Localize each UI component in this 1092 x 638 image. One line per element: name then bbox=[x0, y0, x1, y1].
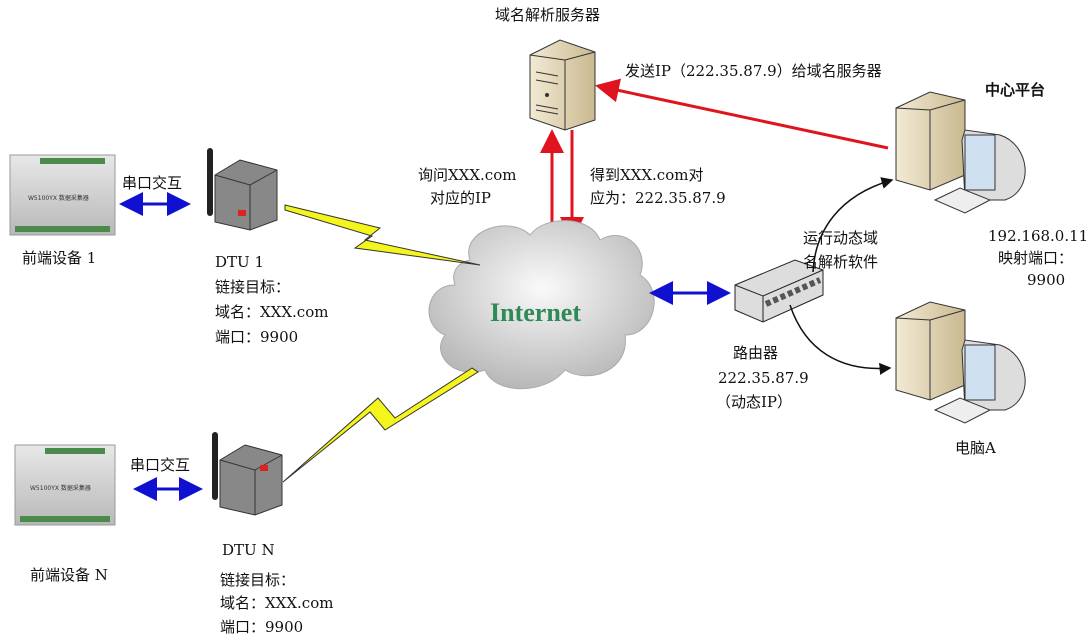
router-ip: 222.35.87.9 bbox=[718, 369, 809, 387]
dns-server-title: 域名解析服务器 bbox=[495, 6, 600, 24]
dtu-n-icon bbox=[212, 432, 283, 516]
front-device-n-label: 前端设备 N bbox=[30, 566, 108, 584]
router-icon bbox=[734, 259, 824, 323]
send-ip-arrow bbox=[595, 78, 889, 150]
dtu-n-target-title: 链接目标： bbox=[220, 571, 295, 589]
internet-label: Internet bbox=[490, 298, 581, 327]
router-label: 路由器 bbox=[733, 344, 778, 362]
front-device-n-icon: W5100YX 数据采集器 bbox=[14, 444, 116, 526]
serial-label-1: 串口交互 bbox=[122, 174, 182, 192]
send-ip-label: 发送IP（222.35.87.9）给域名服务器 bbox=[625, 62, 882, 80]
pc-a-icon bbox=[895, 301, 1026, 424]
wireless-link-n bbox=[282, 367, 479, 483]
mapped-port-value: 9900 bbox=[1027, 271, 1065, 289]
dtu-1-port: 端口：9900 bbox=[215, 328, 298, 346]
router-to-pca-link bbox=[789, 304, 892, 375]
dtu-1-label: DTU 1 bbox=[215, 253, 264, 271]
front-device-1-icon: W5100YX 数据采集器 bbox=[9, 154, 116, 236]
center-ip: 192.168.0.11 bbox=[988, 227, 1088, 245]
pc-a-label: 电脑A bbox=[955, 439, 996, 457]
front-device-1-label: 前端设备 1 bbox=[22, 249, 96, 267]
router-to-center-link bbox=[812, 177, 894, 273]
dtu-1-domain: 域名：XXX.com bbox=[215, 303, 328, 321]
svg-text:W5100YX 数据采集器: W5100YX 数据采集器 bbox=[28, 194, 89, 202]
query-label-line2: 对应的IP bbox=[430, 189, 491, 207]
mapped-port-label: 映射端口： bbox=[998, 249, 1073, 267]
center-platform-pc-icon bbox=[895, 91, 1026, 214]
router-dynamic-ip: （动态IP） bbox=[716, 393, 792, 411]
wireless-link-1 bbox=[284, 204, 481, 266]
query-label-line1: 询问XXX.com bbox=[418, 166, 516, 184]
dtu-1-icon bbox=[207, 148, 278, 231]
software-line1: 运行动态域 bbox=[803, 229, 878, 247]
svg-text:W5100YX 数据采集器: W5100YX 数据采集器 bbox=[30, 484, 91, 492]
dtu-n-label: DTU N bbox=[222, 541, 275, 559]
dtu-n-domain: 域名：XXX.com bbox=[220, 594, 333, 612]
internet-cloud-icon bbox=[428, 220, 655, 390]
dtu-1-target-title: 链接目标： bbox=[215, 278, 290, 296]
dtu-n-port: 端口：9900 bbox=[220, 618, 303, 636]
center-platform-title: 中心平台 bbox=[985, 81, 1045, 99]
software-line2: 名解析软件 bbox=[803, 253, 878, 271]
serial-label-n: 串口交互 bbox=[130, 456, 190, 474]
answer-label-line2: 应为：222.35.87.9 bbox=[590, 189, 726, 207]
dns-server-icon bbox=[529, 39, 596, 131]
answer-label-line1: 得到XXX.com对 bbox=[590, 166, 703, 184]
